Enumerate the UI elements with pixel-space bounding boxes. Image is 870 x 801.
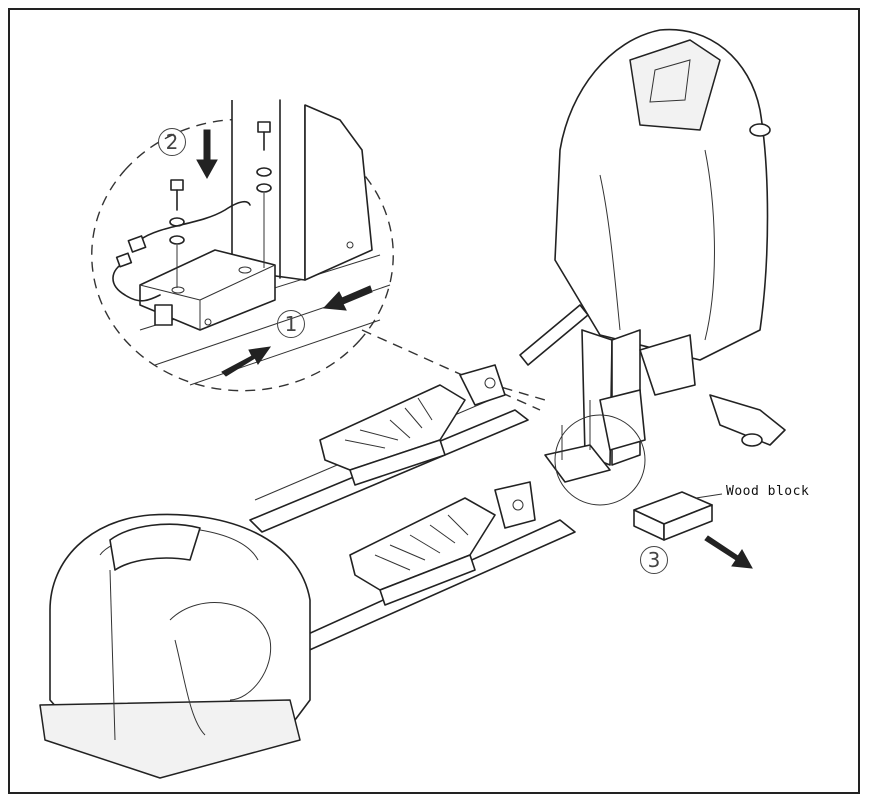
arrow-icon: [704, 535, 753, 569]
detail-circle-dashed: [124, 118, 394, 341]
arrow-icon: [322, 285, 373, 311]
wood-block: [633, 491, 723, 541]
detail-leader-line: [361, 329, 541, 411]
pedal-arm-joint: [459, 364, 506, 406]
base-platform: [39, 699, 301, 779]
wood-block-label: Wood block: [726, 484, 810, 499]
left-handle: [519, 304, 589, 366]
washer-icon: [256, 167, 272, 177]
wood-block-leader: [695, 493, 723, 499]
arrow-icon: [221, 346, 272, 377]
front-base-plate: [544, 444, 611, 483]
cable: [139, 200, 251, 241]
base-plate: [139, 249, 276, 331]
right-handle-joint: [639, 334, 696, 396]
pedal-arm-joint: [494, 481, 536, 529]
step-3-marker: 3: [640, 546, 668, 574]
step-1-marker: 1: [277, 310, 305, 338]
right-pedal: [349, 497, 496, 606]
left-pedal: [319, 384, 466, 486]
rear-flywheel-housing: [49, 513, 311, 746]
front-stabilizer: [709, 394, 786, 446]
detail-inset: [91, 99, 546, 411]
bolt-icon: [256, 121, 272, 268]
arrow-icon: [196, 129, 218, 180]
connector-plug: [127, 235, 147, 253]
console-display: [629, 39, 721, 131]
elliptical-trainer: [39, 28, 786, 779]
console-housing: [554, 28, 769, 361]
bolt-icon: [169, 179, 185, 288]
step-2-marker: 2: [158, 128, 186, 156]
